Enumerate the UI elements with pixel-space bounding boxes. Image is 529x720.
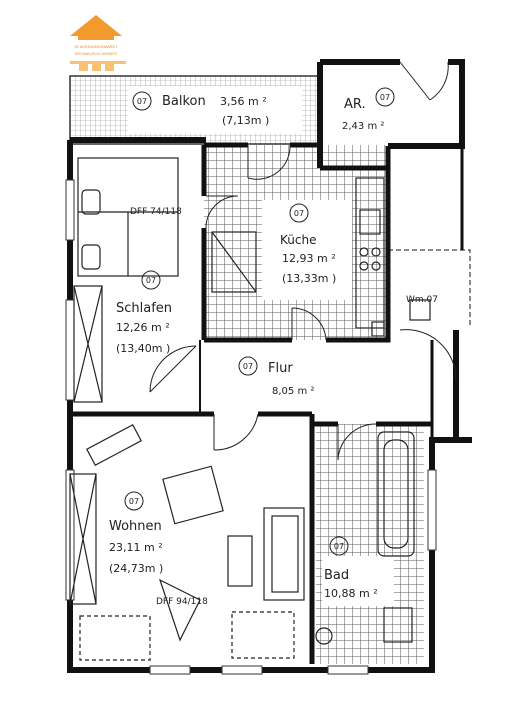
logo-tagline: DER MAKLER IN CHEMNITZ — [75, 52, 117, 56]
svg-text:07: 07 — [243, 362, 253, 371]
balkon-label-box — [128, 86, 302, 134]
balkon-unit: 07 — [137, 97, 147, 106]
flur-area: 8,05 m ² — [272, 386, 314, 397]
sink-icon — [383, 607, 413, 643]
dff-mark-2: DFF 94/118 — [156, 597, 208, 607]
svg-text:07: 07 — [129, 497, 139, 506]
balkon-name: Balkon — [162, 94, 206, 109]
wm-label: Wm.07 — [406, 295, 438, 305]
svg-text:07: 07 — [334, 542, 344, 551]
wohnen-name: Wohnen — [109, 519, 162, 534]
balkon-area: 3,56 m ² — [220, 95, 267, 108]
schlafen-area: 12,26 m ² — [116, 321, 170, 334]
room-labels: 07 Balkon 3,56 m ² (7,13m ) 07 AR. 2,43 … — [109, 87, 438, 607]
toilet-icon — [315, 627, 333, 645]
kitchen-table-icon — [211, 231, 257, 293]
ar-name: AR. — [344, 97, 366, 112]
company-logo: SI-WOHNUNGSMARKT DER MAKLER IN CHEMNITZ — [70, 15, 126, 71]
armchair-icon — [162, 465, 224, 525]
svg-text:07: 07 — [294, 209, 304, 218]
schlafen-name: Schlafen — [116, 301, 172, 316]
tv-icon — [86, 424, 142, 466]
svg-text:07: 07 — [380, 93, 390, 102]
sofa-icon — [263, 507, 305, 601]
coffee-table-icon — [227, 535, 253, 587]
bathtub-icon — [377, 431, 415, 557]
kueche-label-box — [262, 200, 352, 300]
bad-area: 10,88 m ² — [324, 587, 378, 600]
wohnen-area: 23,11 m ² — [109, 541, 163, 554]
wardrobe-icon — [73, 285, 103, 403]
kueche-area2: (13,33m ) — [282, 272, 336, 285]
schlafen-area2: (13,40m ) — [116, 342, 170, 355]
dining-area-icon — [79, 615, 151, 661]
washing-machine-icon — [409, 299, 431, 321]
kueche-name: Küche — [280, 233, 316, 247]
logo-name: SI-WOHNUNGSMARKT — [74, 44, 118, 49]
bad-label-box — [322, 556, 394, 606]
doors — [149, 61, 457, 461]
bad-name: Bad — [324, 568, 349, 583]
furniture — [69, 157, 431, 661]
balkon-area2: (7,13m ) — [222, 114, 269, 127]
ar-area: 2,43 m ² — [342, 121, 384, 132]
kueche-area: 12,93 m ² — [282, 252, 336, 265]
kitchen-counter-icon — [355, 177, 385, 329]
flur-name: Flur — [268, 361, 293, 376]
wohnen-area2: (24,73m ) — [109, 562, 163, 575]
dff-mark-1: DFF 74/118 — [130, 207, 182, 217]
shelf-icon — [69, 473, 97, 605]
svg-text:07: 07 — [146, 276, 156, 285]
